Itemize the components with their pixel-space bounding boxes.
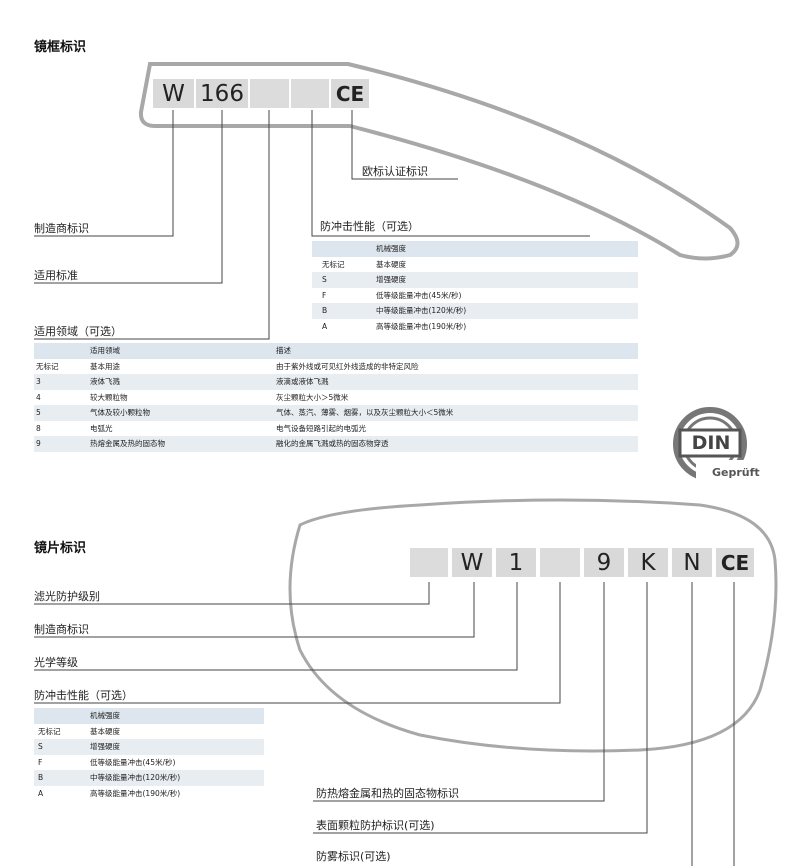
table-row: 8 电弧光 电气设备短路引起的电弧光: [36, 423, 366, 433]
frame-label-field: 适用领域（可选）: [34, 325, 122, 338]
table-row: F 低等级能量冲击(45米/秒): [38, 757, 176, 767]
lens-label-fog: 防雾标识(可选): [316, 850, 391, 863]
table-row: A 高等级能量冲击(190米/秒): [322, 321, 467, 331]
frame-code-blank-1: [249, 78, 290, 109]
lens-label-optical: 光学等级: [34, 656, 78, 669]
table-row: 机械强度: [34, 708, 264, 724]
frame-heading: 镜框标识: [34, 40, 87, 55]
lens-code-blank-2: [539, 547, 581, 578]
lens-label-filter: 滤光防护级别: [34, 590, 100, 603]
lens-code-w: W: [451, 547, 493, 578]
lens-outline: [288, 498, 778, 753]
frame-code-blank-2: [290, 78, 330, 109]
lens-code-k: K: [627, 547, 669, 578]
table-row: 9 热熔金属及热的固态物 融化的金属飞溅或热的固态物穿透: [34, 436, 638, 452]
lens-code-blank-1: [409, 547, 449, 578]
table-row: B 中等级能量冲击(120米/秒): [312, 303, 638, 319]
table-row: 无标记 基本硬度: [38, 726, 120, 736]
frame-label-ce: 欧标认证标识: [362, 165, 428, 178]
lens-code-n: N: [671, 547, 713, 578]
frame-label-standard: 适用标准: [34, 269, 78, 282]
lens-code-ce: CE: [715, 547, 755, 578]
table-row: 适用领域 描述: [34, 343, 638, 359]
table-row: S 增强硬度: [312, 272, 638, 288]
lens-impact-table: 机械强度 无标记 基本硬度 S 增强硬度 F 低等级能量冲击(45米/秒) B …: [34, 708, 264, 801]
table-row: 机械强度: [312, 241, 638, 257]
frame-code-w: W: [152, 78, 195, 109]
lens-label-impact: 防冲击性能（可选）: [34, 689, 133, 702]
frame-code-ce: CE: [330, 78, 370, 109]
table-row: S 增强硬度: [34, 739, 264, 755]
table-row: 无标记 基本硬度: [322, 259, 406, 269]
lens-code-9: 9: [583, 547, 625, 578]
table-row: 5 气体及较小颗粒物 气体、蒸汽、薄雾、烟雾，以及灰尘颗粒大小＜5微米: [34, 405, 638, 421]
din-logo-main: DIN: [691, 432, 731, 454]
din-logo-sub: Geprüft: [712, 466, 760, 479]
frame-code-166: 166: [195, 78, 249, 109]
frame-label-manufacturer: 制造商标识: [34, 222, 89, 235]
table-row: 4 较大颗粒物 灰尘颗粒大小＞5微米: [36, 392, 349, 402]
table-row: F 低等级能量冲击(45米/秒): [322, 290, 462, 300]
frame-label-impact: 防冲击性能（可选）: [320, 220, 419, 233]
lens-label-surface: 表面颗粒防护标识(可选): [316, 819, 435, 832]
frame-field-table: 适用领域 描述 无标记 基本用途 由于紫外线或可见红外线造成的非特定风险 3 液…: [34, 343, 638, 452]
table-row: 无标记 基本用途 由于紫外线或可见红外线造成的非特定风险: [36, 361, 419, 371]
lens-label-molten: 防热熔金属和热的固态物标识: [316, 787, 459, 800]
table-row: 3 液体飞溅 液滴或液体飞溅: [34, 374, 638, 390]
lens-heading: 镜片标识: [34, 541, 87, 556]
table-row: A 高等级能量冲击(190米/秒): [38, 788, 181, 798]
din-geprueft-logo: DIN Geprüft: [668, 404, 768, 488]
table-row: B 中等级能量冲击(120米/秒): [34, 770, 264, 786]
lens-code-1: 1: [495, 547, 537, 578]
lens-label-manufacturer: 制造商标识: [34, 623, 89, 636]
frame-impact-table: 机械强度 无标记 基本硬度 S 增强硬度 F 低等级能量冲击(45米/秒) B …: [312, 241, 638, 334]
